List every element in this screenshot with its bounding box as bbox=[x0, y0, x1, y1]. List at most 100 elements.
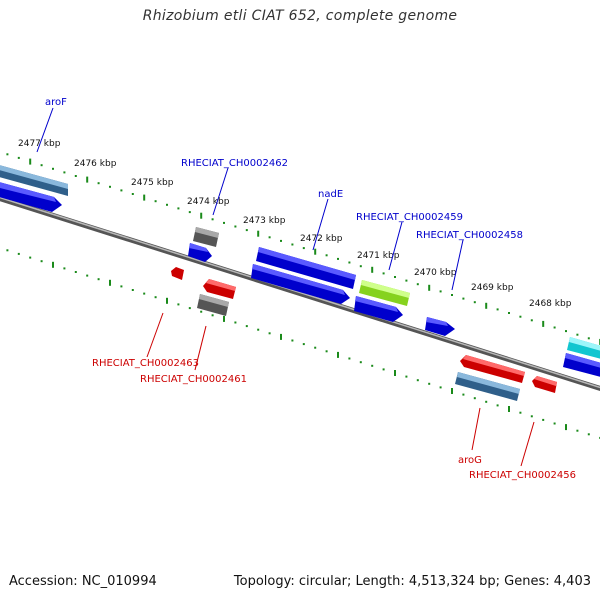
minor-tick bbox=[348, 261, 351, 264]
minor-tick bbox=[245, 325, 248, 328]
gene-ch2459 bbox=[359, 280, 410, 306]
minor-tick bbox=[234, 225, 237, 228]
minor-tick bbox=[325, 350, 328, 353]
gene-label-ch2463: RHECIAT_CH0002463 bbox=[92, 358, 199, 369]
minor-tick bbox=[325, 254, 328, 257]
gene-label-ch2458: RHECIAT_CH0002458 bbox=[416, 230, 523, 241]
minor-tick bbox=[177, 207, 180, 210]
major-tick bbox=[565, 424, 567, 431]
minor-tick bbox=[97, 278, 100, 281]
major-tick bbox=[371, 266, 374, 273]
minor-tick bbox=[496, 404, 499, 407]
minor-tick bbox=[6, 153, 9, 156]
minor-tick bbox=[268, 236, 271, 239]
minor-tick bbox=[63, 267, 66, 270]
minor-tick bbox=[428, 382, 431, 385]
minor-tick bbox=[223, 221, 225, 224]
minor-tick bbox=[553, 422, 556, 425]
minor-tick bbox=[143, 292, 146, 295]
minor-tick bbox=[211, 218, 214, 221]
minor-tick bbox=[154, 296, 157, 299]
minor-tick bbox=[291, 339, 294, 342]
minor-tick bbox=[245, 229, 248, 232]
major-tick bbox=[394, 370, 396, 376]
gene-blue-long bbox=[251, 264, 350, 304]
gene-blue-small bbox=[425, 317, 455, 336]
major-tick bbox=[257, 230, 260, 237]
major-tick bbox=[52, 261, 54, 268]
minor-tick bbox=[439, 386, 442, 389]
scale-label: 2473 kbp bbox=[243, 216, 286, 226]
minor-tick bbox=[109, 185, 111, 188]
minor-tick bbox=[6, 249, 9, 252]
scale-label: 2476 kbp bbox=[74, 159, 117, 169]
callout-ch2456 bbox=[520, 421, 535, 467]
genome-backbone bbox=[0, 195, 600, 392]
major-tick bbox=[485, 302, 488, 309]
minor-tick bbox=[553, 326, 556, 329]
scale-label: 2469 kbp bbox=[471, 283, 514, 293]
minor-tick bbox=[302, 247, 305, 250]
major-tick bbox=[508, 406, 510, 412]
minor-tick bbox=[52, 167, 54, 170]
minor-tick bbox=[302, 343, 305, 346]
accession-text: Accession: NC_010994 bbox=[9, 574, 157, 589]
callout-aroG bbox=[471, 407, 481, 451]
scale-label: 2471 kbp bbox=[357, 251, 400, 261]
major-tick bbox=[314, 248, 317, 255]
major-tick bbox=[200, 212, 203, 219]
gene-nadE bbox=[256, 247, 356, 289]
major-tick bbox=[337, 351, 339, 358]
minor-tick bbox=[542, 418, 545, 421]
scale-labels: 2477 kbp 2476 kbp 2475 kbp 2474 kbp 2473… bbox=[18, 139, 572, 309]
gene-label-aroF: aroF bbox=[45, 97, 67, 108]
minor-tick bbox=[394, 276, 396, 278]
gene-blue-right bbox=[563, 353, 600, 377]
figure-title: Rhizobium etli CIAT 652, complete genome bbox=[142, 8, 458, 24]
minor-tick bbox=[40, 260, 43, 263]
gene-blue-left bbox=[0, 182, 62, 212]
callout-ch2462 bbox=[212, 167, 229, 216]
minor-tick bbox=[359, 265, 362, 268]
minor-tick bbox=[473, 397, 476, 400]
minor-tick bbox=[120, 189, 123, 192]
minor-tick bbox=[337, 257, 339, 260]
minor-tick bbox=[17, 252, 20, 255]
gene-aroG bbox=[455, 372, 520, 401]
minor-tick bbox=[188, 211, 191, 214]
minor-tick bbox=[154, 200, 157, 203]
minor-tick bbox=[131, 289, 134, 291]
minor-tick bbox=[348, 357, 351, 360]
callout-ch2463 bbox=[146, 312, 164, 358]
minor-tick bbox=[485, 400, 488, 403]
gene-red-small-left bbox=[171, 267, 184, 280]
scale-label: 2474 kbp bbox=[187, 197, 230, 207]
gene-label-ch2461: RHECIAT_CH0002461 bbox=[140, 374, 247, 385]
minor-tick bbox=[74, 175, 77, 177]
gene-red-long bbox=[460, 355, 525, 383]
gene-ch2461-red bbox=[203, 279, 236, 299]
gene-cyan bbox=[567, 337, 600, 359]
minor-tick bbox=[63, 171, 66, 174]
callout-nadE bbox=[312, 198, 329, 251]
minor-tick bbox=[462, 297, 465, 300]
gene-label-ch2456: RHECIAT_CH0002456 bbox=[469, 470, 576, 481]
minor-tick bbox=[234, 321, 237, 324]
minor-tick bbox=[17, 156, 20, 159]
gene-aroF bbox=[0, 165, 68, 196]
minor-tick bbox=[473, 301, 476, 304]
scale-label: 2477 kbp bbox=[18, 139, 61, 149]
tick-marks bbox=[6, 153, 600, 439]
minor-tick bbox=[508, 312, 510, 314]
minor-tick bbox=[86, 274, 89, 277]
minor-tick bbox=[576, 429, 579, 432]
minor-tick bbox=[268, 332, 271, 335]
callout-ch2459 bbox=[388, 221, 403, 271]
callout-aroF bbox=[36, 107, 54, 153]
genome-summary-text: Topology: circular; Length: 4,513,324 bp… bbox=[233, 574, 591, 589]
major-tick bbox=[166, 297, 168, 304]
callout-ch2461 bbox=[194, 325, 207, 371]
minor-tick bbox=[211, 314, 214, 317]
